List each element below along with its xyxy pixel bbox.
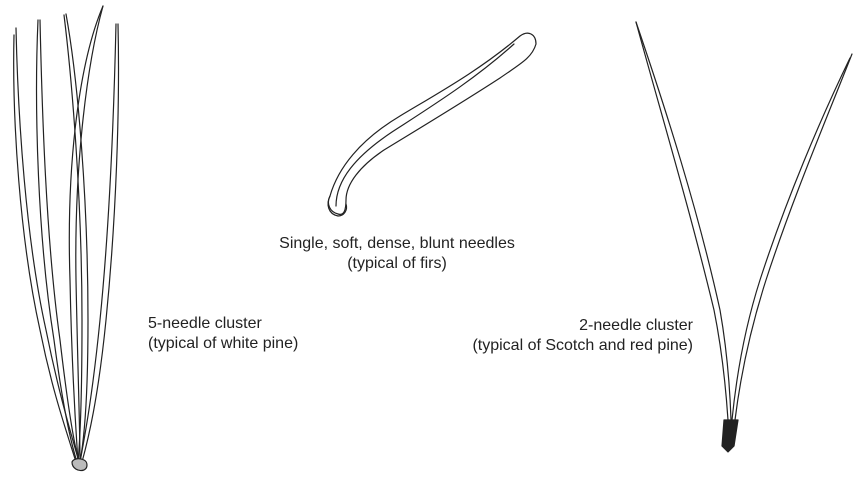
scotch-red-pine-caption-line1: 2-needle cluster (371, 316, 693, 336)
white-pine-caption-line1: 5-needle cluster (148, 314, 298, 334)
scotch-red-pine-needle (732, 58, 850, 420)
white-pine-needle (14, 35, 76, 462)
fir-caption-line1: Single, soft, dense, blunt needles (232, 234, 562, 254)
scotch-red-pine-needle-sheath (722, 420, 738, 452)
scotch-red-pine-needle (636, 22, 728, 420)
fir-caption-line2: (typical of firs) (232, 254, 562, 274)
white-pine-needle (80, 24, 116, 462)
scotch-red-pine-needle-edge (636, 22, 731, 420)
white-pine-needle-edge (82, 24, 119, 462)
scotch-red-pine-needle-cluster (636, 22, 852, 452)
fir-needle (328, 33, 536, 216)
white-pine-needle-cluster (14, 6, 119, 471)
white-pine-caption-line2: (typical of white pine) (148, 334, 298, 354)
white-pine-needle-sheath (72, 459, 87, 471)
white-pine-needle-edge (40, 20, 79, 462)
scotch-red-pine-caption-line2: (typical of Scotch and red pine) (371, 336, 693, 356)
scotch-red-pine-needle-edge (735, 54, 852, 420)
scotch-red-pine-caption: 2-needle cluster (typical of Scotch and … (371, 316, 693, 356)
fir-caption: Single, soft, dense, blunt needles (typi… (232, 234, 562, 274)
white-pine-caption: 5-needle cluster (typical of white pine) (148, 314, 298, 354)
fir-needle-tip (328, 196, 346, 216)
fir-needle-outline (328, 33, 536, 214)
